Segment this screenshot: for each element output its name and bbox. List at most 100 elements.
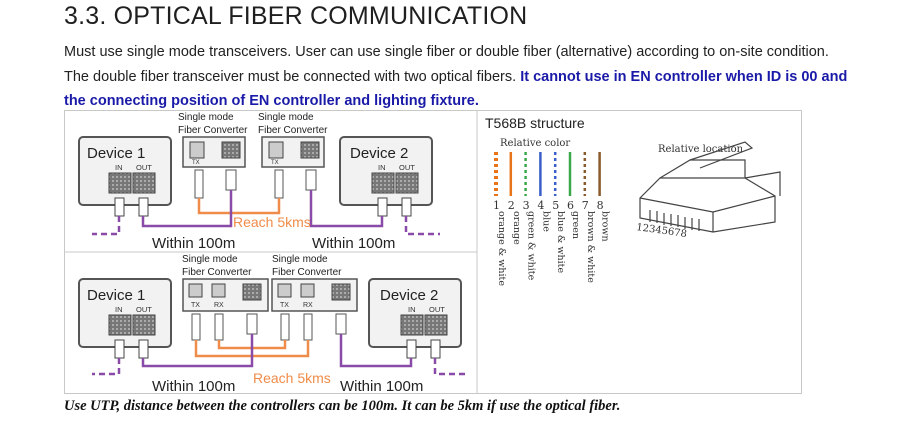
wire-number-4: 4 — [537, 199, 544, 212]
d2-converter-b-label-2: Fiber Converter — [272, 267, 342, 278]
d2-converter-a-label-1: Single mode — [182, 254, 238, 265]
d2-converter-a-rj45-port — [242, 283, 262, 301]
converter-a-label-1: Single mode — [178, 112, 234, 123]
d2-device1-port-out — [132, 314, 156, 336]
device2-out-label: OUT — [399, 163, 415, 172]
rj45-plug-drawing — [639, 141, 781, 233]
wire-name-4: blue — [540, 211, 551, 232]
location-numbers: 12345678 — [636, 222, 688, 240]
converter-b-tx-label: TX — [271, 160, 279, 166]
device2-plug-out — [401, 197, 412, 217]
device1-label: Device 1 — [87, 145, 145, 162]
d2-converter-a-tx-label: TX — [191, 302, 200, 309]
wire-name-7: brown & white — [585, 211, 596, 283]
converter-a-label-2: Fiber Converter — [178, 125, 248, 136]
within-right-single: Within 100m — [312, 235, 395, 252]
d2-converter-b-tx-plug — [280, 313, 290, 341]
wire-number-3: 3 — [523, 199, 530, 212]
within-left-double: Within 100m — [152, 378, 235, 395]
wire-name-1: orange & white — [496, 211, 507, 286]
d2-device1-in-label: IN — [115, 305, 123, 314]
d2-device1-plug-in — [114, 339, 125, 359]
d2-converter-b-rx-plug — [303, 313, 313, 341]
device2-in-label: IN — [378, 163, 386, 172]
converter-b-rj45-plug — [305, 169, 317, 191]
description-line-1: Must use single mode transceivers. User … — [64, 44, 829, 60]
d2-utp-cable-left — [141, 334, 254, 368]
reach-label-single: Reach 5kms — [233, 214, 311, 230]
d2-utp-dashed-left — [92, 358, 121, 376]
device1-port-in — [108, 172, 132, 194]
within-left-single: Within 100m — [152, 235, 235, 252]
converter-a-fiber-port — [189, 141, 205, 159]
d2-converter-a-rx-port — [211, 283, 226, 298]
d2-device2-port-out — [424, 314, 448, 336]
d2-device1-label: Device 1 — [87, 287, 145, 304]
wire-number-1: 1 — [493, 199, 500, 212]
d2-utp-cable-right — [339, 334, 413, 368]
d2-converter-a-rx-label: RX — [214, 302, 224, 309]
relative-location-label: Relative location — [658, 144, 744, 155]
reach-label-double: Reach 5kms — [253, 370, 331, 386]
utp-cable-left — [141, 190, 233, 228]
description-line-2: The double fiber transceiver must be con… — [64, 65, 864, 114]
wire-name-6: green — [570, 211, 581, 239]
converter-a-fiber-plug — [194, 169, 204, 199]
d2-device2-plug-out — [430, 339, 441, 359]
relative-color-label: Relative color — [500, 138, 570, 149]
d2-device2-out-label: OUT — [429, 305, 445, 314]
d2-converter-a-rj45-plug — [246, 313, 258, 335]
caption: Use UTP, distance between the controller… — [64, 398, 621, 414]
wire-number-8: 8 — [597, 199, 604, 212]
d2-device1-port-in — [108, 314, 132, 336]
d2-utp-dashed-right — [433, 358, 466, 376]
wire-number-6: 6 — [567, 199, 574, 212]
wire-number-2: 2 — [508, 199, 515, 212]
converter-a-rj45-plug — [225, 169, 237, 191]
device2-port-in — [371, 172, 395, 194]
device1-out-label: OUT — [136, 163, 152, 172]
description-paragraph: Must use single mode transceivers. User … — [64, 40, 864, 114]
within-right-double: Within 100m — [340, 378, 423, 395]
d2-converter-a-tx-port — [188, 283, 203, 298]
diagram-single-fiber: Device 1 IN OUT Single mode Fiber Conver… — [78, 112, 440, 252]
d2-converter-b-label-1: Single mode — [272, 254, 328, 265]
d2-device2-plug-in — [406, 339, 417, 359]
converter-a-tx-label: TX — [192, 160, 200, 166]
wire-name-5: blue & white — [555, 211, 566, 273]
utp-dashed-left — [92, 216, 121, 236]
wire-name-8: brown — [600, 211, 611, 242]
fiber-cable-single — [197, 198, 281, 215]
device1-plug-out — [138, 197, 149, 217]
d2-device2-label: Device 2 — [380, 287, 438, 304]
d2-device2-in-label: IN — [408, 305, 416, 314]
d2-converter-a-label-2: Fiber Converter — [182, 267, 252, 278]
description-plain: The double fiber transceiver must be con… — [64, 68, 517, 85]
d2-device2-port-in — [400, 314, 424, 336]
t568b-title: T568B structure — [485, 115, 585, 131]
converter-b-label-2: Fiber Converter — [258, 125, 328, 136]
warning-text: It cannot use in EN controller when ID i… — [64, 68, 848, 110]
d2-converter-a-tx-plug — [191, 313, 201, 341]
d2-converter-b-rj45-port — [331, 283, 351, 301]
d2-converter-a-rx-plug — [214, 313, 224, 341]
converter-b-fiber-plug — [274, 169, 284, 199]
d2-device1-out-label: OUT — [136, 305, 152, 314]
device2-plug-in — [377, 197, 388, 217]
device2-label: Device 2 — [350, 145, 408, 162]
wire-name-2: orange — [511, 211, 522, 245]
device1-plug-in — [114, 197, 125, 217]
d2-converter-b-rx-label: RX — [303, 302, 313, 309]
diagram-double-fiber: Device 1 IN OUT Single mode Fiber Conver… — [78, 254, 466, 395]
d2-converter-b-rj45-plug — [335, 313, 347, 335]
converter-a-rj45-port — [221, 141, 241, 159]
d2-converter-b-tx-label: TX — [280, 302, 289, 309]
converter-b-label-1: Single mode — [258, 112, 314, 123]
wire-number-7: 7 — [582, 199, 589, 212]
device2-port-out — [395, 172, 419, 194]
converter-b-fiber-port — [268, 141, 284, 159]
section-heading: 3.3. OPTICAL FIBER COMMUNICATION — [64, 2, 528, 30]
t568b-structure: T568B structure Relative color Relative … — [485, 115, 781, 286]
utp-dashed-right — [404, 216, 440, 236]
